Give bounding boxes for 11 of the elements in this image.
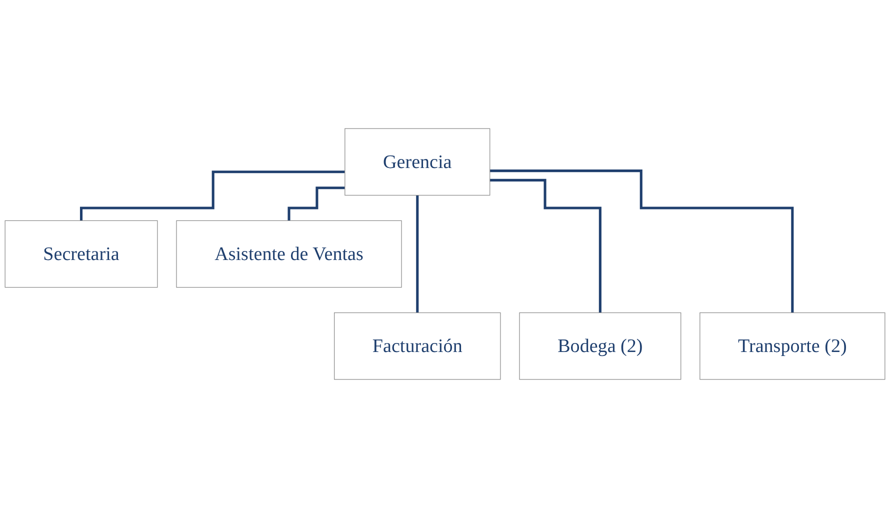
connector	[490, 178, 602, 314]
node-box: Gerencia	[344, 128, 490, 196]
connector	[416, 194, 419, 314]
connector	[80, 170, 345, 222]
node-box: Asistente de Ventas	[176, 220, 402, 288]
node-box: Facturación	[334, 312, 501, 380]
node-box: Transporte (2)	[700, 312, 886, 380]
connector	[490, 170, 794, 314]
node-box: Secretaria	[4, 220, 158, 288]
connector	[288, 186, 345, 222]
node-box: Bodega (2)	[519, 312, 682, 380]
